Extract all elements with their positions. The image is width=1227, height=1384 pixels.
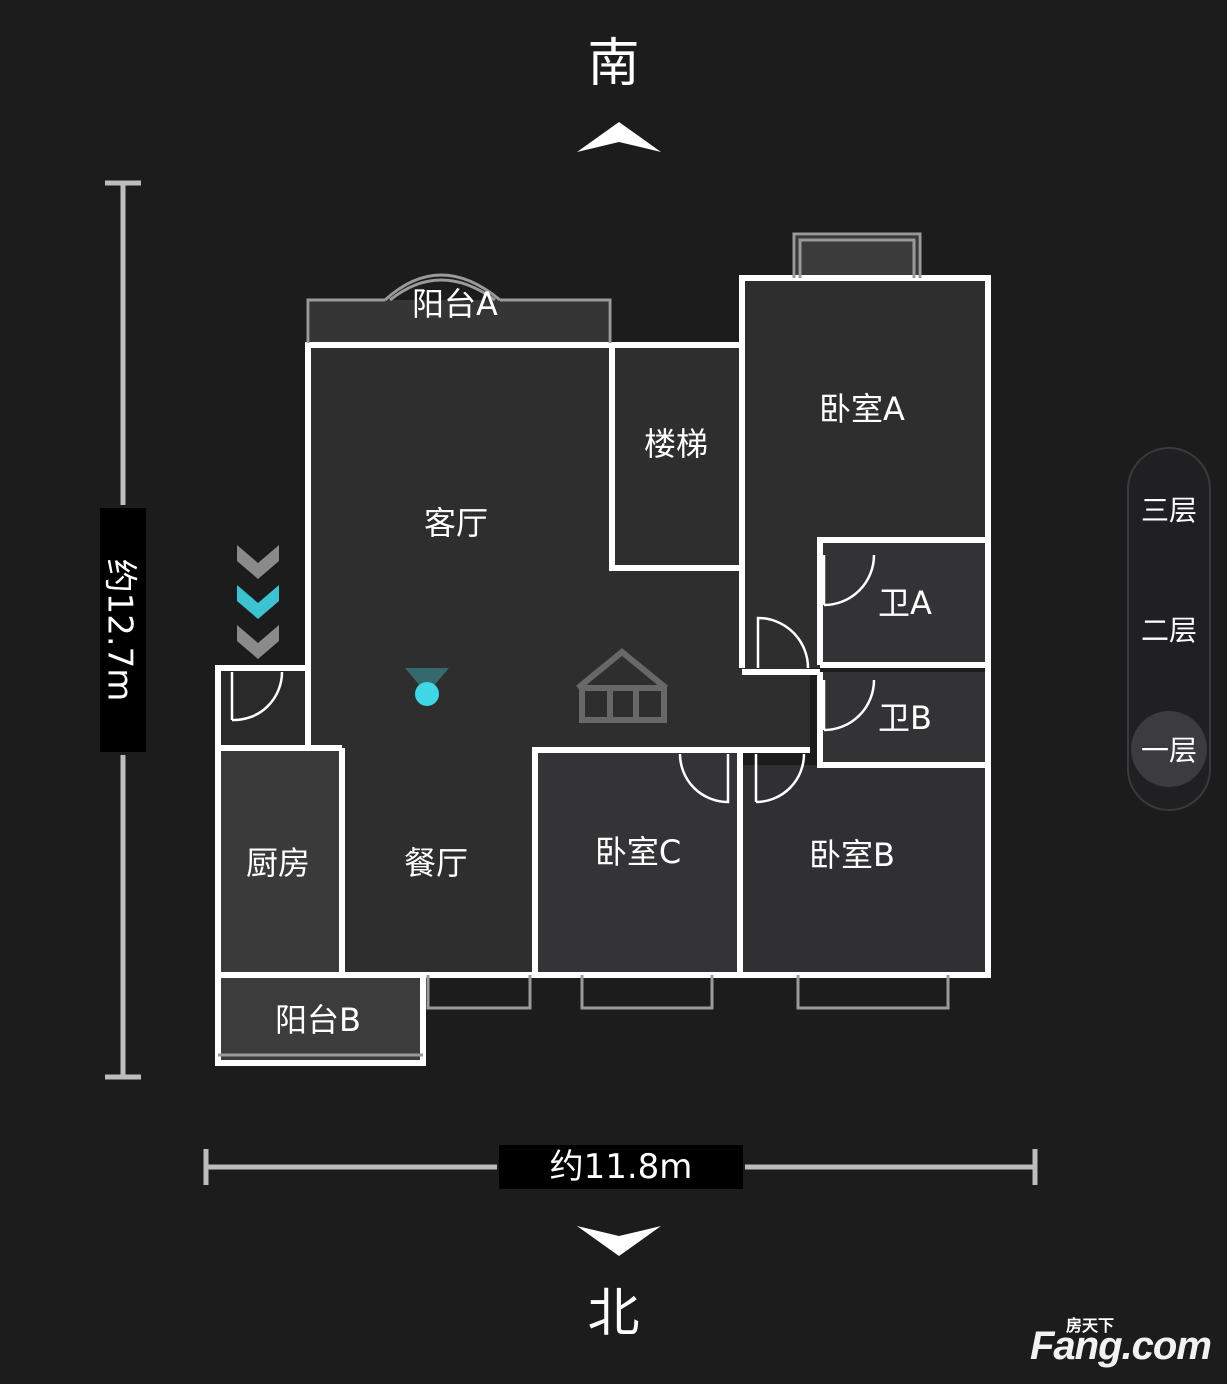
compass-south-label: 南 xyxy=(587,34,640,94)
floor-switcher: 三层 二层 一层 xyxy=(1127,447,1211,811)
width-dimension-label: 约11.8m xyxy=(499,1145,743,1189)
floor-button-second[interactable]: 二层 xyxy=(1140,614,1197,647)
windows-and-railings xyxy=(218,232,950,1057)
room-label-balcony-b[interactable]: 阳台B xyxy=(275,1001,361,1039)
room-label-bedroom-b[interactable]: 卧室B xyxy=(809,836,895,874)
room-label-stairs[interactable]: 楼梯 xyxy=(643,425,709,463)
room-label-bedroom-c[interactable]: 卧室C xyxy=(594,833,682,871)
room-label-bath-a[interactable]: 卫A xyxy=(878,584,932,622)
door-swings xyxy=(230,554,876,804)
height-dimension-label: 约12.7m xyxy=(100,508,146,752)
room-label-living-room[interactable]: 客厅 xyxy=(423,504,489,542)
logo-cn-text: 房天下 xyxy=(1066,1316,1115,1335)
entrance-chevrons-icon[interactable] xyxy=(237,545,279,659)
room-label-dining-room[interactable]: 餐厅 xyxy=(403,844,469,882)
floor-button-third[interactable]: 三层 xyxy=(1140,494,1197,527)
floor-button-first[interactable]: 一层 xyxy=(1131,711,1207,787)
fang-logo: 房天下 Fang.com xyxy=(1030,1312,1215,1372)
north-arrow-icon[interactable] xyxy=(575,1224,663,1260)
compass-north-label: 北 xyxy=(587,1284,640,1344)
room-label-balcony-a[interactable]: 阳台A xyxy=(412,285,498,323)
room-label-bath-b[interactable]: 卫B xyxy=(878,699,932,737)
position-marker-icon[interactable] xyxy=(405,668,449,706)
room-label-bedroom-a[interactable]: 卧室A xyxy=(819,390,905,428)
watermark-house-icon xyxy=(576,648,668,723)
logo-en-text: Fang.com xyxy=(1030,1324,1212,1368)
room-label-kitchen[interactable]: 厨房 xyxy=(245,844,311,882)
room-fills xyxy=(218,236,987,1063)
south-arrow-icon[interactable] xyxy=(575,118,663,154)
walls xyxy=(215,275,991,1066)
